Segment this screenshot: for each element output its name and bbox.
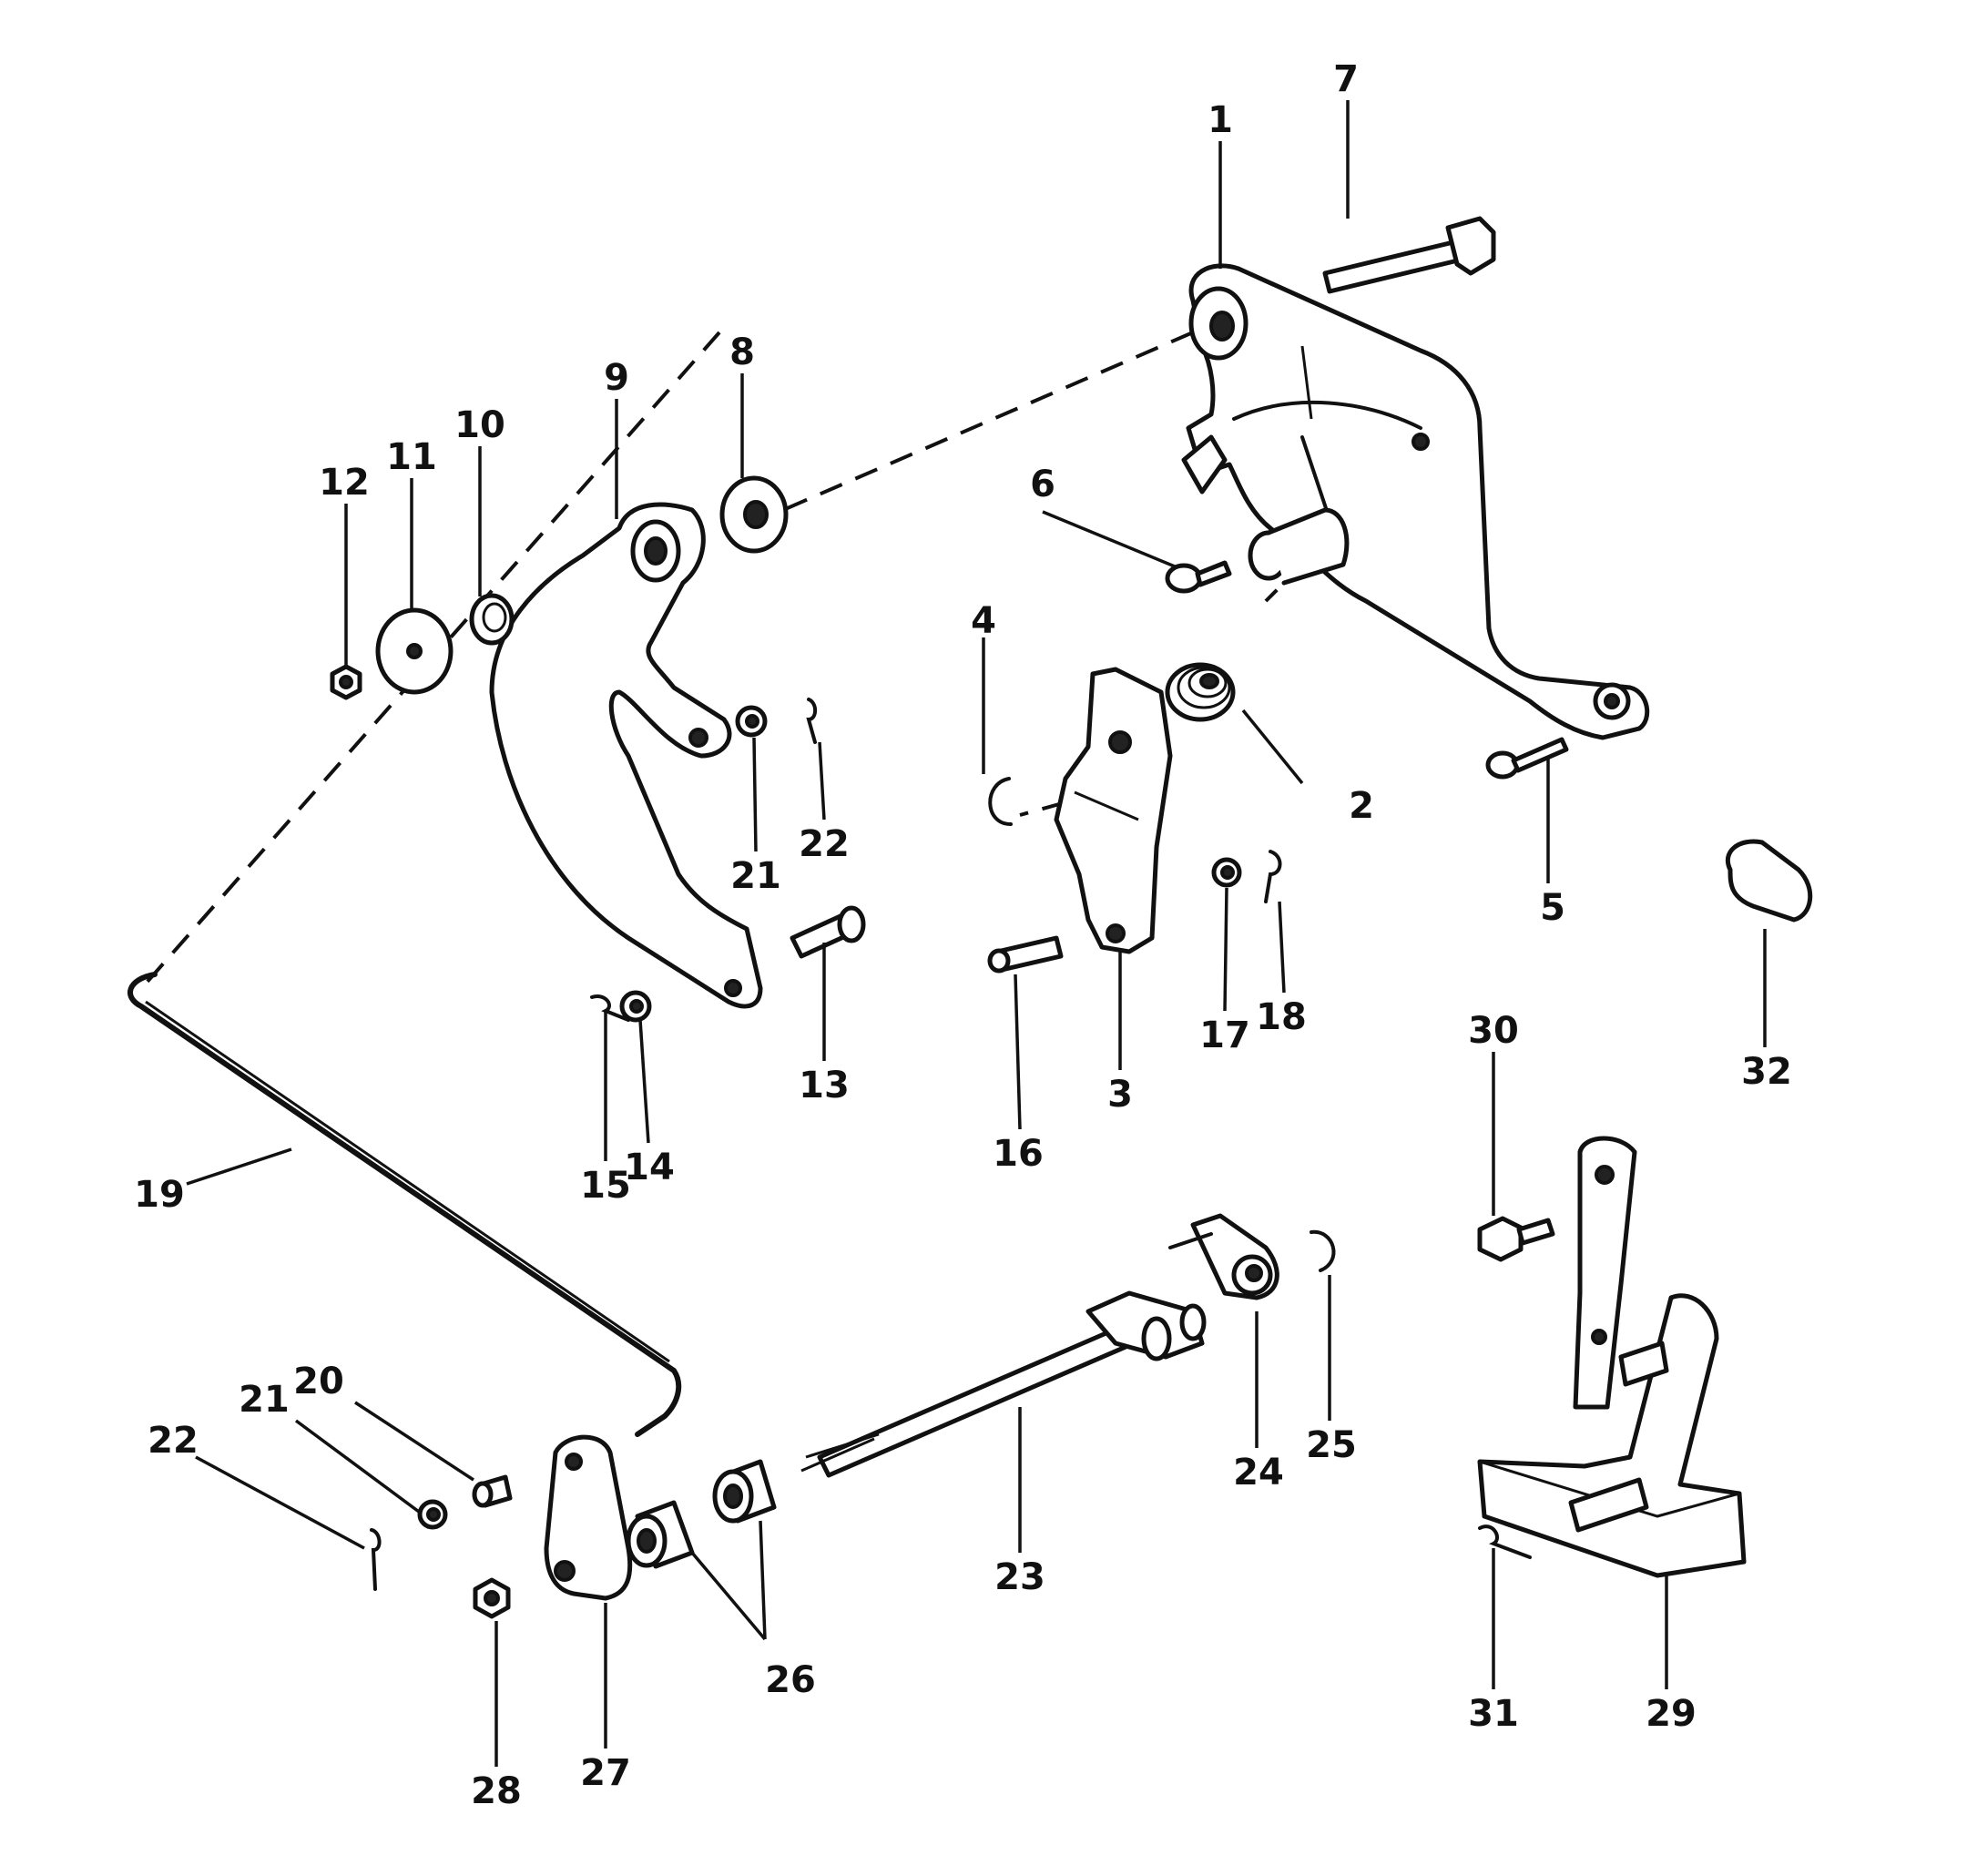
callout-30: 30 [1468,1010,1519,1052]
leader-lines [186,100,1767,1767]
callout-14: 14 [624,1147,675,1188]
callout-9: 9 [604,357,629,399]
part-26-bushings [626,1459,777,1569]
callout-20: 20 [293,1361,344,1402]
callout-29: 29 [1646,1693,1697,1735]
callout-11: 11 [386,436,437,478]
callout-4: 4 [971,600,996,642]
part-32-pad [1726,839,1813,923]
part-21-washer-upper [735,705,768,738]
part-4-retaining-ring [988,777,1013,826]
part-29-bracket [1477,1136,1747,1578]
part-16-pin [987,935,1064,974]
callout-5: 5 [1540,887,1565,929]
callout-12: 12 [319,462,370,504]
part-15-cotter-pin [590,994,630,1022]
part-22-cotter-pin-lower [370,1528,382,1591]
callout-10: 10 [454,404,505,446]
part-2-spring [1165,662,1236,722]
callout-26: 26 [765,1659,816,1701]
callout-7: 7 [1333,58,1359,100]
part-27-lower-lever [544,1434,633,1601]
part-13-bushing [790,905,866,959]
part-17-washer [1211,857,1242,888]
callout-32: 32 [1741,1051,1792,1093]
part-14-washer [619,990,652,1023]
part-23-shaft [800,1290,1207,1478]
part-24-cam-arm [1168,1213,1279,1300]
callout-1: 1 [1208,99,1233,141]
callout-23: 23 [994,1556,1045,1598]
part-31-cotter-pin [1478,1524,1532,1559]
callout-17: 17 [1199,1014,1250,1056]
callout-3: 3 [1107,1074,1133,1116]
part-1-mounting-bracket [1181,263,1650,740]
part-6-screw [1165,560,1232,594]
part-30-bolt [1477,1216,1555,1262]
callout-31: 31 [1468,1693,1519,1735]
callout-15: 15 [580,1165,631,1207]
callout-2: 2 [1349,785,1374,827]
callout-28: 28 [471,1770,522,1812]
part-10-bushing [469,593,515,646]
part-11-washer [375,607,454,695]
part-5-screw [1485,737,1569,780]
callout-labels: 1 2 3 4 5 6 7 8 9 10 11 12 13 14 15 16 1… [134,58,1792,1812]
callout-16: 16 [993,1133,1044,1175]
part-22-cotter-pin-upper [806,698,818,744]
callout-19: 19 [134,1174,185,1216]
callout-21-upper: 21 [730,855,781,897]
part-21-washer-lower [417,1499,448,1530]
callout-18: 18 [1256,996,1307,1038]
part-18-cotter-pin [1264,850,1282,903]
part-19-link-rod [127,972,682,1437]
callout-27: 27 [580,1752,631,1794]
part-25-retaining-ring [1310,1229,1336,1272]
callout-6: 6 [1030,464,1055,505]
part-8-washer [719,475,789,554]
callout-21-lower: 21 [239,1379,290,1421]
part-3-cam-plate [1054,667,1173,954]
part-12-nut [330,664,362,700]
part-20-pin [472,1474,513,1508]
callout-24: 24 [1233,1452,1284,1494]
callout-8: 8 [729,331,755,373]
part-7-bolt [1322,216,1496,294]
part-9-lever-arm [489,502,763,1009]
part-28-nut [473,1577,511,1619]
callout-25: 25 [1306,1424,1357,1466]
callout-22-lower: 22 [148,1420,199,1462]
callout-22-upper: 22 [799,823,850,865]
callout-13: 13 [799,1065,850,1106]
